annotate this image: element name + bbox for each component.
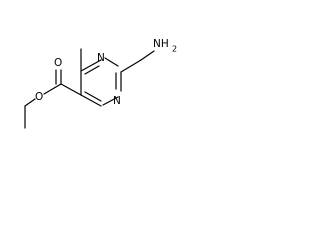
ring-bond-c6-c5 [80, 91, 102, 107]
ring-bond-c2-n1 [115, 71, 122, 92]
aminomethyl-bond-2 [140, 50, 155, 61]
ring-bond-n1-c6 [102, 96, 119, 106]
amine-subscript-label: 2 [172, 45, 177, 54]
ethyl-bond-1 [24, 98, 36, 107]
ring-bond-c4-n3-inner [84, 65, 100, 75]
amine-label: NH [153, 38, 169, 50]
ring-bond-n3-c2 [104, 57, 119, 67]
ester-oxygen-label: O [35, 91, 43, 103]
ester-oxygen-bond [43, 83, 62, 95]
ring-nitrogen-n3-label: N [97, 52, 105, 64]
chemical-structure-diagram: N N NH 2 O O [24, 38, 177, 129]
carbonyl-oxygen-label: O [54, 57, 62, 69]
carbonyl-double-bond [55, 69, 62, 85]
ester-carbon-bond [60, 83, 82, 96]
aminomethyl-bond-1 [120, 59, 142, 73]
ring-bond-c4-n3 [80, 59, 102, 72]
ring-nitrogen-n1-label: N [113, 95, 121, 107]
